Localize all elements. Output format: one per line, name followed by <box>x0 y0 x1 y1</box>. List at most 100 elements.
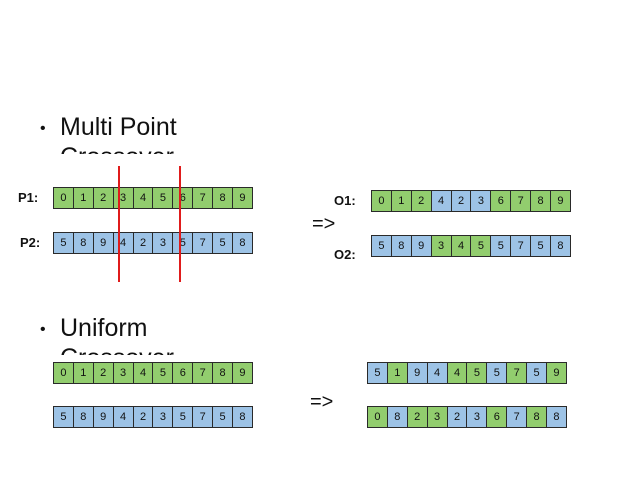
gene-cell: 9 <box>410 235 432 257</box>
gene-cell: 3 <box>152 406 174 428</box>
gene-cell: 2 <box>92 362 114 384</box>
gene-cell: 8 <box>530 190 552 212</box>
gene-cell: 2 <box>92 187 114 209</box>
gene-cell: 5 <box>367 362 388 384</box>
gene-cell: 7 <box>510 235 532 257</box>
uniform-heading-text: Uniform Crossover <box>60 314 174 355</box>
gene-cell: 7 <box>510 190 532 212</box>
gene-cell: 0 <box>53 187 74 209</box>
multipoint-arrow: => <box>312 213 336 235</box>
gene-cell: 6 <box>172 187 194 209</box>
gene-cell: 9 <box>232 362 253 384</box>
gene-cell: 5 <box>212 406 234 428</box>
gene-cell: 5 <box>486 362 508 384</box>
gene-cell: 2 <box>410 190 432 212</box>
gene-cell: 6 <box>172 362 194 384</box>
gene-cell: 0 <box>371 190 392 212</box>
crossover-point-line-1 <box>118 166 120 282</box>
gene-cell: 5 <box>152 187 174 209</box>
gene-cell: 8 <box>212 362 234 384</box>
gene-cell: 9 <box>550 190 571 212</box>
gene-cell: 5 <box>172 406 194 428</box>
gene-cell: 5 <box>172 232 194 254</box>
gene-cell: 7 <box>192 406 214 428</box>
gene-cell: 8 <box>546 406 567 428</box>
gene-cell: 3 <box>112 362 134 384</box>
gene-cell: 8 <box>232 406 253 428</box>
gene-cell: 4 <box>132 187 154 209</box>
gene-cell: 6 <box>486 406 508 428</box>
gene-cell: 3 <box>466 406 488 428</box>
gene-cell: 7 <box>192 232 214 254</box>
p2-label: P2: <box>20 235 41 250</box>
gene-cell: 9 <box>232 187 253 209</box>
gene-cell: 0 <box>367 406 388 428</box>
gene-cell: 7 <box>192 187 214 209</box>
gene-cell: 4 <box>430 190 452 212</box>
gene-cell: 5 <box>152 362 174 384</box>
multipoint-heading-text: Multi Point Crossover <box>60 113 177 154</box>
bullet-icon: • <box>40 321 46 338</box>
gene-cell: 1 <box>390 190 412 212</box>
gene-cell: 8 <box>386 406 408 428</box>
gene-cell: 6 <box>490 190 512 212</box>
gene-cell: 5 <box>212 232 234 254</box>
gene-cell: 3 <box>112 187 134 209</box>
gene-cell: 9 <box>92 406 114 428</box>
gene-cell: 3 <box>470 190 492 212</box>
gene-cell: 4 <box>446 362 468 384</box>
gene-cell: 5 <box>53 406 74 428</box>
gene-cell: 5 <box>466 362 488 384</box>
gene-cell: 4 <box>112 406 134 428</box>
o1-label: O1: <box>334 193 356 208</box>
gene-cell: 1 <box>72 362 94 384</box>
gene-cell: 8 <box>550 235 571 257</box>
crossover-point-line-2 <box>179 166 181 282</box>
gene-cell: 5 <box>371 235 392 257</box>
gene-cell: 8 <box>526 406 548 428</box>
gene-cell: 7 <box>506 362 528 384</box>
gene-cell: 8 <box>212 187 234 209</box>
gene-cell: 9 <box>92 232 114 254</box>
gene-cell: 5 <box>490 235 512 257</box>
gene-cell: 9 <box>546 362 567 384</box>
gene-cell: 5 <box>53 232 74 254</box>
gene-cell: 9 <box>406 362 428 384</box>
gene-cell: 4 <box>132 362 154 384</box>
gene-cell: 4 <box>426 362 448 384</box>
gene-cell: 8 <box>72 406 94 428</box>
o2-label: O2: <box>334 247 356 262</box>
gene-cell: 8 <box>390 235 412 257</box>
bullet-icon: • <box>40 120 46 137</box>
gene-cell: 2 <box>132 232 154 254</box>
uniform-arrow: => <box>310 391 334 413</box>
gene-cell: 3 <box>152 232 174 254</box>
gene-cell: 5 <box>526 362 548 384</box>
gene-cell: 7 <box>506 406 528 428</box>
gene-cell: 0 <box>53 362 74 384</box>
gene-cell: 2 <box>406 406 428 428</box>
gene-cell: 2 <box>446 406 468 428</box>
gene-cell: 5 <box>470 235 492 257</box>
gene-cell: 4 <box>112 232 134 254</box>
gene-cell: 8 <box>72 232 94 254</box>
gene-cell: 7 <box>192 362 214 384</box>
gene-cell: 1 <box>72 187 94 209</box>
gene-cell: 3 <box>430 235 452 257</box>
gene-cell: 4 <box>450 235 472 257</box>
gene-cell: 2 <box>450 190 472 212</box>
gene-cell: 8 <box>232 232 253 254</box>
gene-cell: 5 <box>530 235 552 257</box>
gene-cell: 3 <box>426 406 448 428</box>
gene-cell: 1 <box>386 362 408 384</box>
gene-cell: 2 <box>132 406 154 428</box>
p1-label: P1: <box>18 190 39 205</box>
